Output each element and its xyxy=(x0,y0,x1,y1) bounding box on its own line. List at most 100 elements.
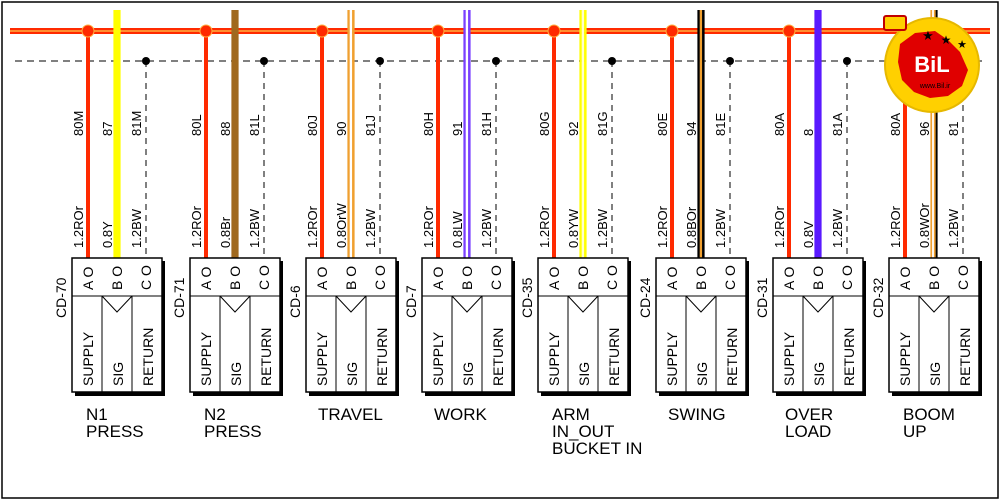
connector-box-shadow xyxy=(979,261,982,395)
return-wire-number: 81E xyxy=(713,113,728,136)
supply-wire-number: 80A xyxy=(888,113,903,136)
supply-wire-number: 80H xyxy=(421,112,436,136)
logo-map-shape xyxy=(898,31,968,98)
sig-section-label: SIG xyxy=(811,362,827,386)
pin-c-label: C O xyxy=(138,265,154,290)
logo-tractor-icon xyxy=(883,15,907,31)
supply-junction-dot xyxy=(431,24,445,38)
connector-box-shadow xyxy=(280,261,283,395)
pin-c-label: C O xyxy=(604,265,620,290)
signal-pin-chevron xyxy=(451,295,483,313)
return-wire-number: 81G xyxy=(595,111,610,136)
sig-section-label: SIG xyxy=(344,362,360,386)
signal-pin-chevron xyxy=(918,295,950,313)
sensor-caption-line: IN_OUT xyxy=(552,422,614,441)
pin-c-label: C O xyxy=(372,265,388,290)
return-section-label: RETURN xyxy=(724,328,740,386)
return-wire-spec: 1.2BW xyxy=(946,208,961,248)
pin-a-label: A O xyxy=(546,267,562,290)
connector-id: CD-71 xyxy=(171,277,187,318)
supply-wire-spec: 1.2ROr xyxy=(189,205,204,248)
return-junction-dot xyxy=(260,57,268,65)
connector-box-shadow xyxy=(659,392,749,396)
return-section-label: RETURN xyxy=(490,328,506,386)
pin-b-label: B O xyxy=(459,266,475,290)
return-junction-dot xyxy=(376,57,384,65)
supply-section-label: SUPPLY xyxy=(80,331,96,386)
logo-url: www.Bil.ir xyxy=(919,83,951,90)
connector-id: CD-70 xyxy=(53,277,69,318)
pin-c-label: C O xyxy=(722,265,738,290)
pin-a-label: A O xyxy=(430,267,446,290)
return-wire-number: 81M xyxy=(129,111,144,136)
pin-c-label: C O xyxy=(839,265,855,290)
connector-box xyxy=(421,257,513,393)
return-junction-dot xyxy=(608,57,616,65)
sensor-caption-line: PRESS xyxy=(204,422,262,441)
connector-id: CD-7 xyxy=(403,285,419,318)
supply-wire-spec: 1.2ROr xyxy=(655,205,670,248)
signal-pin-chevron xyxy=(685,295,717,313)
return-wire-spec: 1.2BW xyxy=(363,208,378,248)
supply-wire-number: 80J xyxy=(305,115,320,136)
supply-wire-spec: 1.2ROr xyxy=(888,205,903,248)
return-wire-spec: 1.2BW xyxy=(713,208,728,248)
connector-id: CD-32 xyxy=(870,277,886,318)
signal-pin-chevron xyxy=(101,295,133,313)
return-junction-dot xyxy=(142,57,150,65)
pin-c-label: C O xyxy=(955,265,971,290)
supply-wire-spec: 1.2ROr xyxy=(71,205,86,248)
return-wire-number: 81H xyxy=(479,112,494,136)
connector-box-shadow xyxy=(193,392,283,396)
supply-section-label: SUPPLY xyxy=(314,331,330,386)
connector-box xyxy=(305,257,397,393)
supply-wire-number: 80E xyxy=(655,113,670,136)
supply-section-label: SUPPLY xyxy=(546,331,562,386)
signal-wire-number: 91 xyxy=(450,122,465,136)
return-wire-number: 81 xyxy=(946,122,961,136)
connector-box-shadow xyxy=(309,392,399,396)
signal-pin-chevron xyxy=(802,295,834,313)
pin-b-label: B O xyxy=(693,266,709,290)
signal-wire-number: 8 xyxy=(801,129,816,136)
supply-wire-number: 80M xyxy=(71,111,86,136)
sensor-caption-line: ARM xyxy=(552,405,590,424)
connector-box-shadow xyxy=(628,261,631,395)
signal-wire-number: 92 xyxy=(566,122,581,136)
supply-wire-number: 80L xyxy=(189,114,204,136)
connector-box xyxy=(537,257,629,393)
supply-section-label: SUPPLY xyxy=(781,331,797,386)
supply-section-label: SUPPLY xyxy=(430,331,446,386)
signal-wire-spec: 0.8WOr xyxy=(917,203,932,248)
logo-text: BiL xyxy=(914,52,949,77)
return-wire-spec: 1.2BW xyxy=(129,208,144,248)
signal-wire-spec: 0.8YW xyxy=(566,208,581,248)
connector-box-shadow xyxy=(512,261,515,395)
signal-wire-spec: 0.8BOr xyxy=(684,206,699,248)
sensor-caption-line: SWING xyxy=(668,405,726,424)
connector-box-shadow xyxy=(75,392,165,396)
logo-star-icon: ★ xyxy=(922,28,934,43)
signal-wire-number: 96 xyxy=(917,122,932,136)
return-wire-spec: 1.2BW xyxy=(830,208,845,248)
connector-box-shadow xyxy=(541,392,631,396)
supply-section-label: SUPPLY xyxy=(198,331,214,386)
supply-wire-spec: 1.2ROr xyxy=(305,205,320,248)
connector-id: CD-24 xyxy=(637,277,653,318)
supply-wire-spec: 1.2ROr xyxy=(421,205,436,248)
supply-junction-dot xyxy=(547,24,561,38)
connector-box xyxy=(772,257,864,393)
pin-a-label: A O xyxy=(198,267,214,290)
return-junction-dot xyxy=(726,57,734,65)
connector-box-shadow xyxy=(776,392,866,396)
sensor-caption-line: N2 xyxy=(204,405,226,424)
sig-section-label: SIG xyxy=(927,362,943,386)
connector-box-shadow xyxy=(863,261,866,395)
sensor-caption-line: BUCKET IN xyxy=(552,439,642,458)
